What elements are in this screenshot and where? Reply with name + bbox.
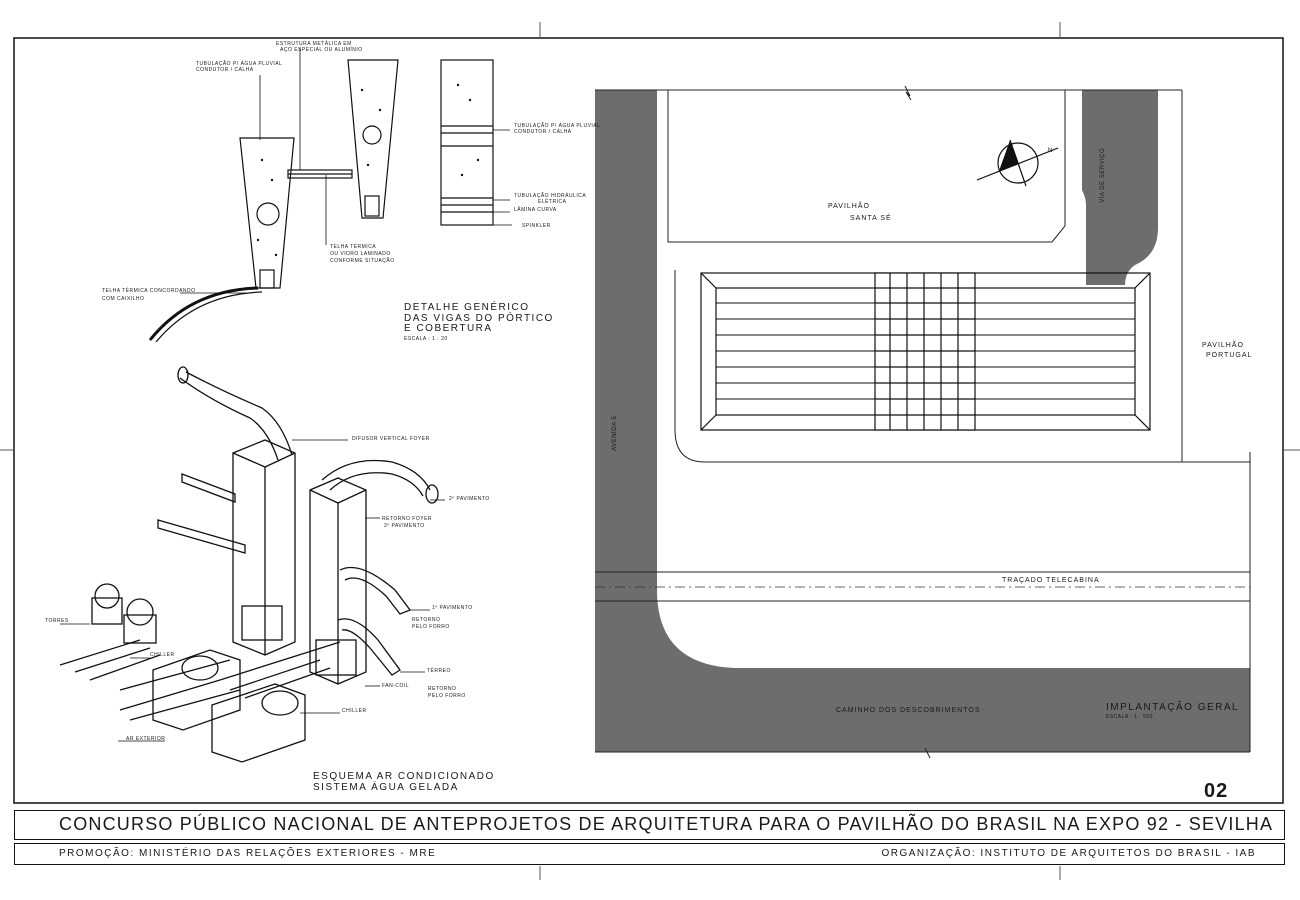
credits-block: PROMOÇÃO: MINISTÉRIO DAS RELAÇÕES EXTERI…	[14, 843, 1285, 865]
label-return-ground-2: PELO FORRO	[428, 693, 466, 699]
label-rain-pipe-b-1: TUBULAÇÃO P/ ÁGUA PLUVIAL	[514, 123, 601, 129]
label-caminho: CAMINHO DOS DESCOBRIMENTOS	[836, 707, 981, 714]
label-pavilion-portugal-2: PORTUGAL	[1206, 352, 1253, 359]
label-curved-tile-2: COM CAIXILHO	[102, 296, 145, 302]
label-curved-tile-1: TELHA TÉRMICA CONCORDANDO	[102, 288, 196, 294]
label-lamina: LÂMINA CURVA	[514, 207, 557, 213]
title-block: CONCURSO PÚBLICO NACIONAL DE ANTEPROJETO…	[14, 810, 1285, 840]
label-ground: TÉRREO	[427, 668, 451, 674]
label-return-ceiling-1: RETORNO	[412, 617, 441, 623]
label-chiller-a: CHILLER	[150, 652, 175, 658]
label-pavilion-portugal-1: PAVILHÃO	[1202, 342, 1244, 349]
label-diffuser: DIFUSOR VERTICAL FOYER	[352, 436, 430, 442]
ac-scheme	[59, 366, 445, 763]
label-rain-pipe-2: CONDUTOR / CALHA	[196, 67, 254, 73]
label-floor1: 1º PAVIMENTO	[432, 605, 473, 611]
detail-title-1: DETALHE GENÉRICO	[404, 302, 530, 313]
label-structure-1: ESTRUTURA METÁLICA EM	[276, 41, 352, 47]
label-structure-2: AÇO ESPECIAL OU ALUMÍNIO	[280, 47, 363, 53]
label-pavilion-santa-se-1: PAVILHÃO	[828, 203, 870, 210]
label-tile-2: OU VIDRO LAMINADO	[330, 251, 391, 257]
service-road	[1082, 90, 1158, 285]
label-hydraulic-2: ELÉTRICA	[538, 199, 567, 205]
avenida-road	[595, 90, 1250, 752]
label-service-road: VIA DE SERVIÇO	[1100, 147, 1107, 203]
label-rain-pipe-b-2: CONDUTOR / CALHA	[514, 129, 572, 135]
site-plan	[595, 85, 1251, 759]
detail-title-2: DAS VIGAS DO PÓRTICO	[404, 313, 554, 324]
label-floor2: 2º PAVIMENTO	[449, 496, 490, 502]
promotion-text: PROMOÇÃO: MINISTÉRIO DAS RELAÇÕES EXTERI…	[59, 848, 437, 859]
registration-ticks	[0, 22, 1300, 880]
label-hydraulic-1: TUBULAÇÃO HIDRÁULICA	[514, 193, 587, 199]
label-rain-pipe-1: TUBULAÇÃO P/ ÁGUA PLUVIAL	[196, 61, 283, 67]
detail-title-3: E COBERTURA	[404, 323, 493, 334]
beam-detail	[148, 48, 512, 343]
label-avenue: AVENIDA 5	[612, 415, 619, 451]
label-return-foyer-1: RETORNO FOYER	[382, 516, 433, 522]
label-tile-1: TELHA TÉRMICA	[330, 244, 377, 250]
label-return-ground-1: RETORNO	[428, 686, 457, 692]
label-pavilion-santa-se-2: SANTA SÉ	[850, 215, 892, 222]
label-towers: TORRES	[45, 618, 69, 624]
sheet-border	[13, 37, 1284, 804]
label-outside-air: AR EXTERIOR	[126, 736, 166, 742]
label-north: N	[1048, 148, 1054, 154]
ac-title-2: SISTEMA ÁGUA GELADA	[313, 782, 459, 793]
label-telecabina: TRAÇADO TELECABINA	[1002, 577, 1100, 584]
label-tile-3: CONFORME SITUAÇÃO	[330, 258, 395, 264]
detail-scale: ESCALA : 1 : 20	[404, 336, 448, 342]
organization-text: ORGANIZAÇÃO: INSTITUTO DE ARQUITETOS DO …	[881, 848, 1256, 859]
site-title: IMPLANTAÇÃO GERAL	[1106, 702, 1240, 713]
north-arrow-icon	[976, 139, 1059, 187]
sheet-number: 02	[1204, 780, 1229, 802]
label-return-ceiling-2: PELO FORRO	[412, 624, 450, 630]
label-return-foyer-2: 2º PAVIMENTO	[384, 523, 425, 529]
label-chiller-b: CHILLER	[342, 708, 367, 714]
sheet-title: CONCURSO PÚBLICO NACIONAL DE ANTEPROJETO…	[59, 814, 1274, 834]
pavilion-central-grid	[874, 272, 976, 431]
label-sprinkler: SPINKLER	[522, 223, 551, 229]
site-scale: ESCALA : 1 : 500	[1106, 714, 1153, 720]
label-fancoil: FAN-COIL	[382, 683, 410, 689]
ac-title-1: ESQUEMA AR CONDICIONADO	[313, 771, 495, 782]
